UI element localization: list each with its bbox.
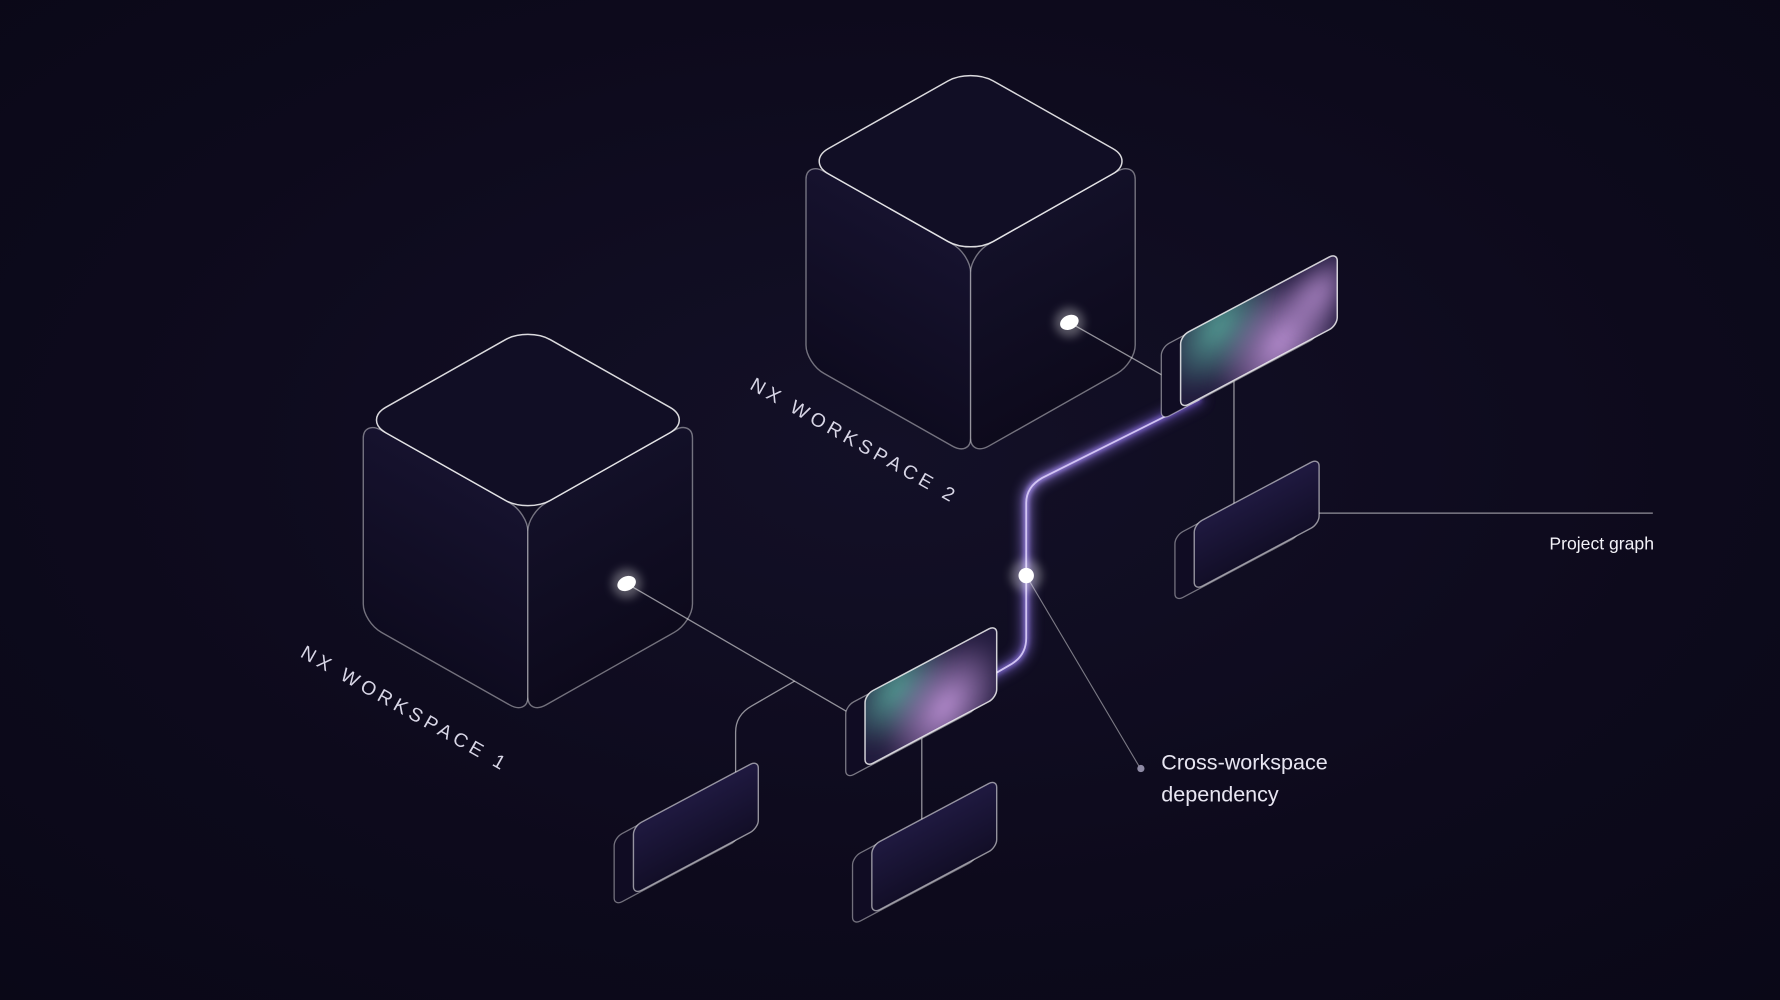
dependency-dot: [1010, 559, 1043, 592]
workspace-1-node-dot: [611, 568, 642, 599]
cross-workspace-callout-dot: [1137, 764, 1145, 773]
workspace1-child-card: [853, 779, 997, 925]
workspace1-dot-connector-line: [627, 583, 863, 720]
workspace-1-cube: [363, 327, 692, 715]
workspace-2-cube-top-face: [806, 68, 1135, 254]
workspace1-child-card-left-face: [633, 760, 758, 895]
workspace1-child-card-face: [872, 779, 997, 914]
workspace2-dot-connector-line: [1069, 322, 1169, 379]
cross-workspace-label-line2: dependency: [1161, 781, 1279, 806]
workspace1-left-card-connector-line: [736, 681, 795, 776]
workspace-1-cube-top-face: [363, 327, 692, 513]
cross-workspace-callout-line: [1026, 576, 1140, 768]
workspace-2-node-dot: [1054, 307, 1085, 338]
project-graph-label: Project graph: [1549, 533, 1654, 553]
workspace2-child-card-face: [1194, 458, 1319, 590]
workspace2-child-card: [1175, 458, 1319, 602]
workspace1-child-card-left: [614, 760, 758, 906]
workspace-2-cube: [806, 68, 1135, 456]
cross-workspace-label-line1: Cross-workspace: [1161, 750, 1327, 775]
